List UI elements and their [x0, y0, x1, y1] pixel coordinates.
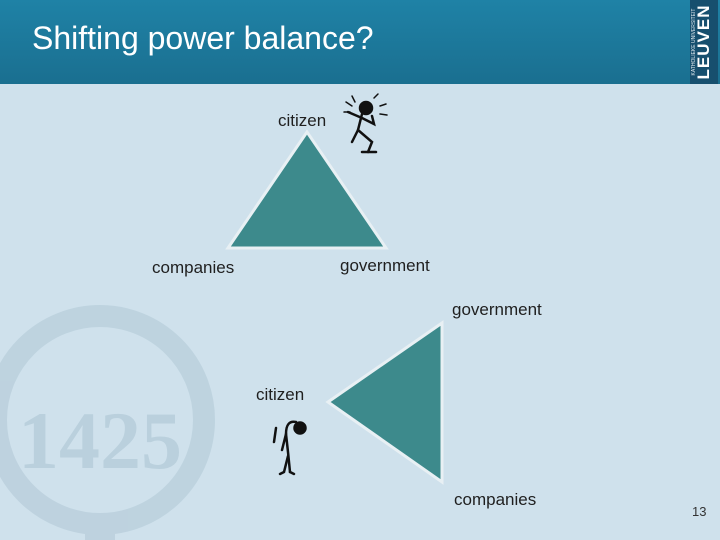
bottom-bottom-label: companies — [454, 490, 537, 509]
slide-title: Shifting power balance? — [32, 20, 374, 56]
page-number: 13 — [692, 504, 707, 519]
top-triangle — [225, 129, 389, 250]
bottom-triangle — [325, 320, 444, 485]
top-left-label: companies — [152, 258, 235, 277]
bottom-apex-label: citizen — [256, 385, 305, 404]
university-logo: KATHOLIEKE UNIVERSITEIT LEUVEN — [690, 0, 718, 84]
svg-text:1425: 1425 — [18, 395, 182, 486]
top-apex-label: citizen — [278, 111, 327, 130]
header-bar: Shifting power balance? KATHOLIEKE UNIVE… — [0, 0, 720, 84]
top-right-label: government — [340, 256, 430, 275]
bottom-top-label: government — [452, 300, 542, 319]
